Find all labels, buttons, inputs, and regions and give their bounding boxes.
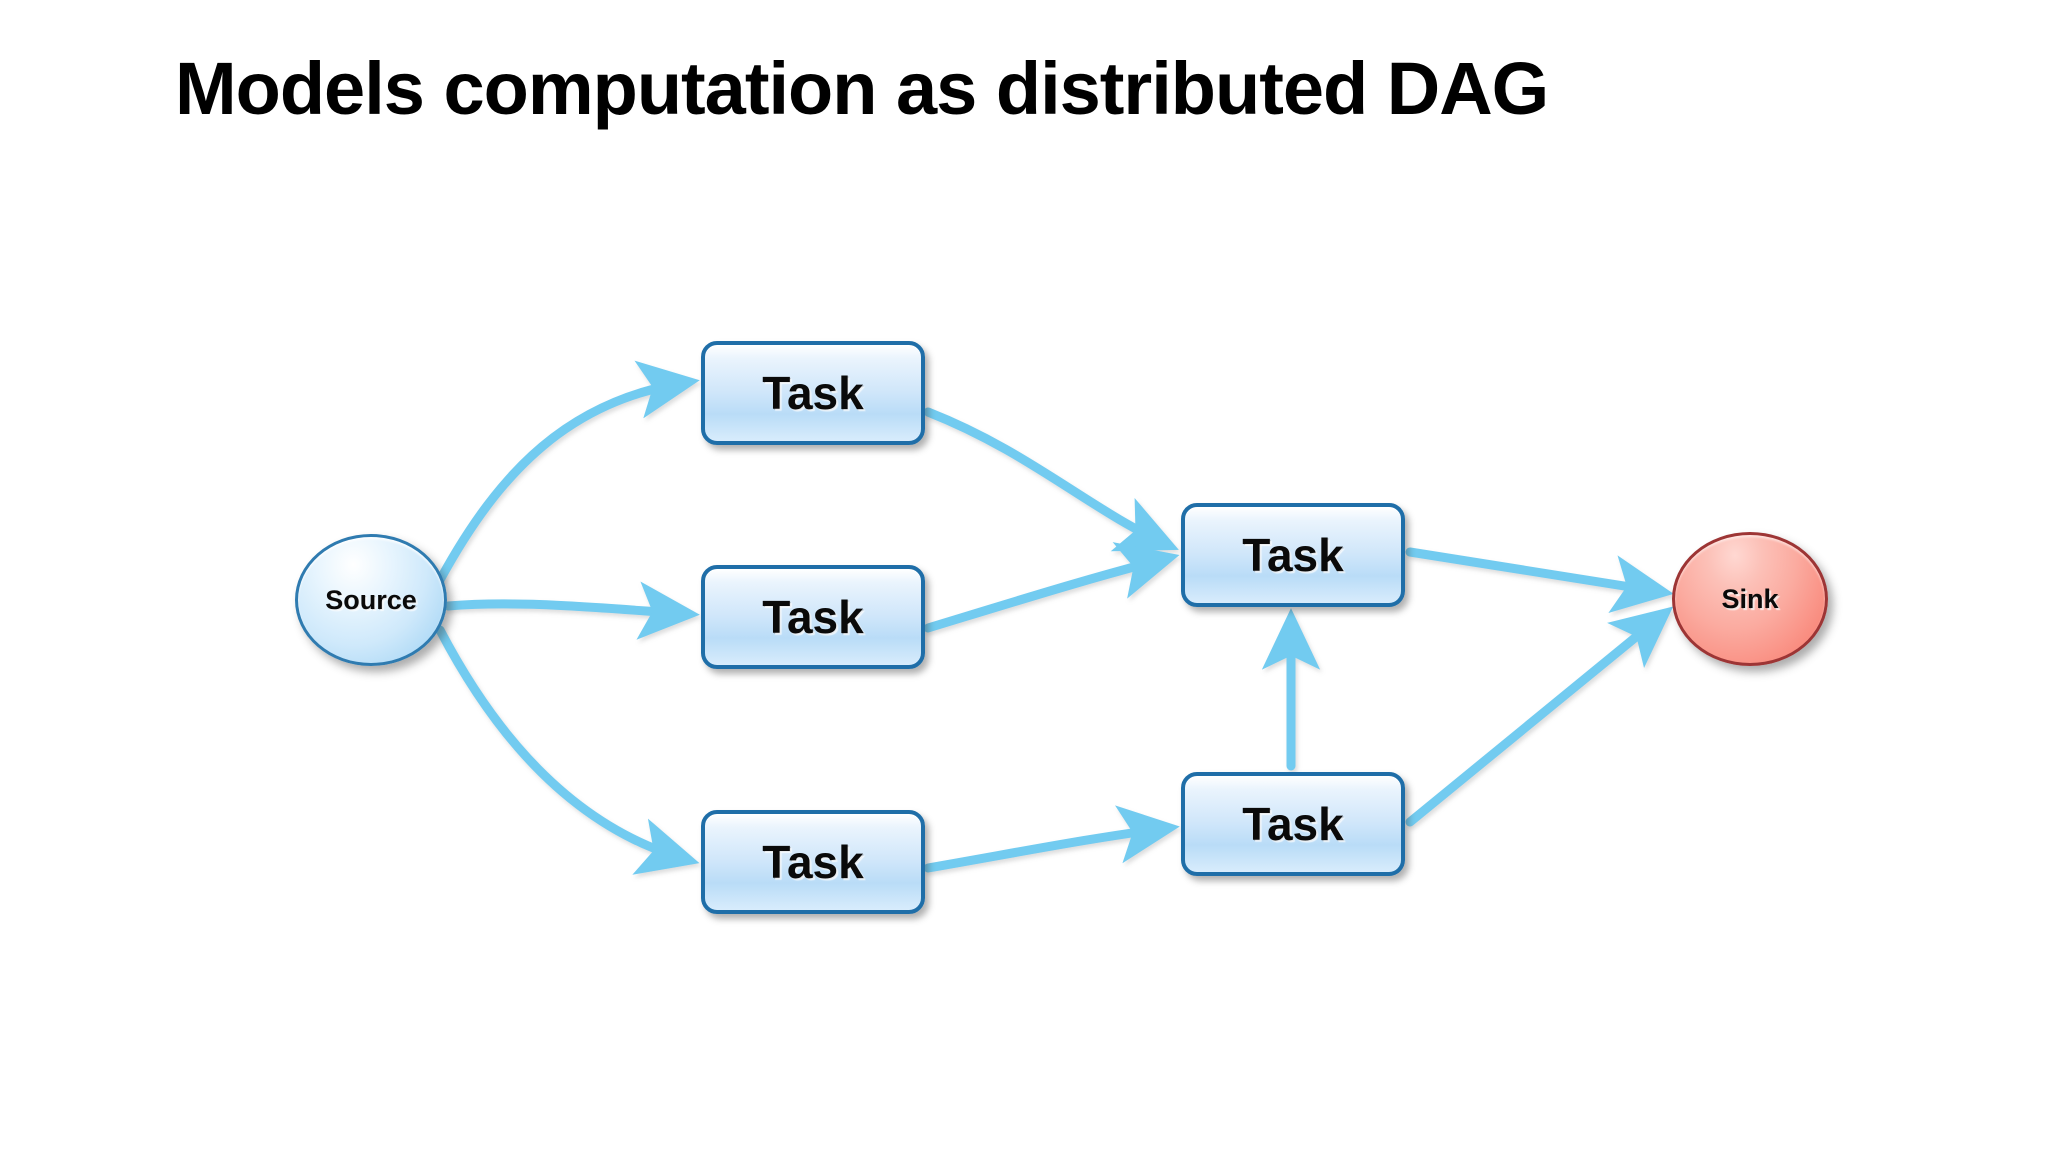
node-task-top-label: Task bbox=[762, 367, 864, 419]
node-task-right-lower-label: Task bbox=[1242, 798, 1344, 850]
node-task-right-upper[interactable]: Task bbox=[1181, 503, 1405, 607]
edge-task-middle-to-task-right-upper bbox=[923, 542, 1180, 633]
node-task-right-upper-label: Task bbox=[1242, 529, 1344, 581]
node-task-top[interactable]: Task bbox=[701, 341, 925, 445]
node-task-middle-label: Task bbox=[762, 591, 864, 643]
edge-source-to-task-bottom bbox=[435, 625, 700, 875]
node-sink[interactable]: Sink bbox=[1672, 532, 1828, 666]
page-title: Models computation as distributed DAG bbox=[175, 47, 1549, 130]
node-task-middle[interactable]: Task bbox=[701, 565, 925, 669]
node-task-bottom-label: Task bbox=[762, 836, 864, 888]
node-sink-label: Sink bbox=[1721, 583, 1779, 614]
node-task-bottom[interactable]: Task bbox=[701, 810, 925, 914]
node-source[interactable]: Source bbox=[295, 534, 447, 666]
edge-task-top-to-task-right-upper bbox=[923, 407, 1179, 552]
edge-task-right-upper-to-sink bbox=[1405, 547, 1674, 614]
edge-source-to-task-middle bbox=[443, 581, 700, 640]
node-task-right-lower[interactable]: Task bbox=[1181, 772, 1405, 876]
edge-task-bottom-to-task-right-lower bbox=[923, 805, 1180, 873]
edge-source-to-task-top bbox=[435, 360, 700, 585]
node-source-label: Source bbox=[325, 584, 417, 615]
edge-task-right-lower-to-sink bbox=[1405, 606, 1674, 827]
